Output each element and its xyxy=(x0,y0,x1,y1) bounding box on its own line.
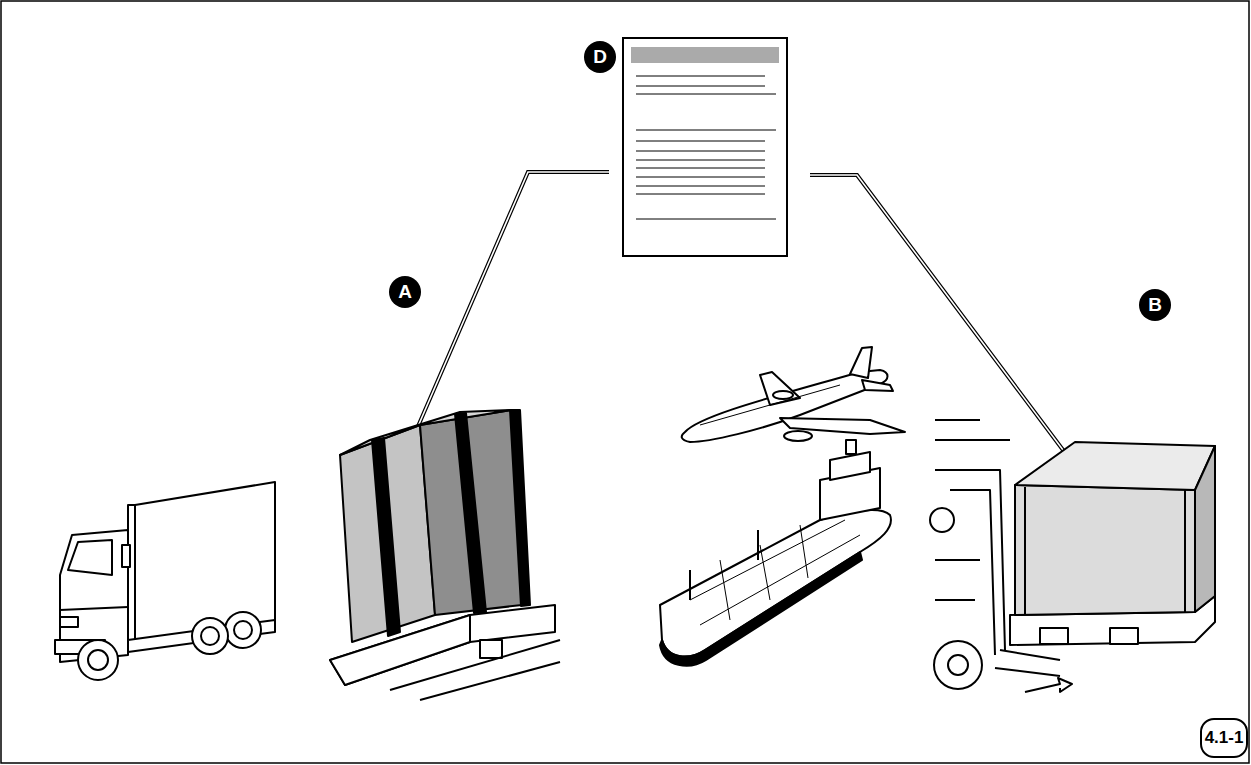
pallet-box-part xyxy=(420,410,522,615)
figure-number: 4.1-1 xyxy=(1200,718,1248,758)
forklift-crate-part xyxy=(1184,490,1186,612)
document-icon-part xyxy=(631,47,779,63)
forklift-crate-part xyxy=(1025,678,1072,692)
pallet-box-part xyxy=(372,438,400,636)
document-icon-part xyxy=(636,219,776,220)
document-icon-part xyxy=(636,194,765,195)
forklift-crate-part xyxy=(930,508,954,532)
callout-letter: D xyxy=(584,41,616,73)
document-icon-part xyxy=(636,168,765,169)
forklift-crate-part xyxy=(1015,485,1195,615)
forklift-crate-part xyxy=(935,599,975,601)
truck-part xyxy=(225,612,261,648)
document-icon-part xyxy=(636,151,765,152)
forklift-crate-part xyxy=(1000,650,1060,660)
document-icon-part xyxy=(636,141,765,142)
truck-part xyxy=(122,545,130,567)
document-icon-part xyxy=(623,38,787,256)
forklift-crate-part xyxy=(935,419,980,421)
document-icon-part xyxy=(636,130,776,131)
ship-part xyxy=(760,545,770,600)
forklift-crate-part xyxy=(950,490,995,655)
forklift-crate-part xyxy=(1195,446,1215,612)
document-icon-part xyxy=(636,76,765,77)
ship-part xyxy=(690,520,845,600)
airplane xyxy=(682,347,905,442)
truck-part xyxy=(60,607,128,610)
truck-part xyxy=(78,640,118,680)
document-icon-part xyxy=(636,94,776,95)
forklift-crate-part xyxy=(934,641,982,689)
pallet-box-part xyxy=(455,413,486,613)
ship-part xyxy=(700,535,860,625)
forklift-crate-part xyxy=(995,668,1060,676)
document-icon-part xyxy=(636,177,765,178)
forklift-crate-part xyxy=(935,559,980,561)
airplane-part xyxy=(784,431,812,441)
forklift-crate-part xyxy=(948,655,968,675)
forklift-crate-part xyxy=(1015,442,1215,490)
truck-part xyxy=(192,618,228,654)
forklift-crate-part xyxy=(1024,487,1026,614)
airplane-part xyxy=(862,380,893,391)
forklift-crate-part xyxy=(1110,628,1138,644)
forklift-crate-part xyxy=(1040,628,1068,644)
document-icon-part xyxy=(636,160,765,161)
truck-part xyxy=(60,617,78,627)
pallet-box-part xyxy=(390,640,560,690)
pallet-box-part xyxy=(510,410,530,606)
truck-part xyxy=(234,621,252,639)
truck xyxy=(55,482,275,680)
pallet-box-part xyxy=(480,640,502,658)
pallet-box-part xyxy=(340,425,435,642)
airplane-part xyxy=(850,347,872,378)
ship-part xyxy=(720,560,730,620)
ship-part xyxy=(660,552,862,666)
forklift-crate xyxy=(930,420,1215,692)
truck-part xyxy=(128,505,135,645)
ship-part xyxy=(830,452,870,480)
airplane-part xyxy=(700,385,840,425)
pallet-box xyxy=(330,410,560,700)
callout-letter: A xyxy=(389,276,421,308)
ship-part xyxy=(689,570,691,600)
truck-part xyxy=(68,540,112,575)
pallet-box-part xyxy=(420,662,560,700)
ship-part xyxy=(800,525,808,578)
callout-letter: B xyxy=(1139,289,1171,321)
document-icon-part xyxy=(636,86,765,87)
document-icon-part xyxy=(636,186,765,187)
airplane-part xyxy=(773,391,793,399)
document-icon xyxy=(623,38,787,256)
ship-part xyxy=(660,510,891,657)
airplane-part xyxy=(760,372,800,405)
truck-part xyxy=(88,650,108,670)
truck-part xyxy=(201,627,219,645)
ship xyxy=(660,440,891,666)
forklift-crate-part xyxy=(935,439,1010,441)
ship-part xyxy=(757,530,759,560)
pallet-box-part xyxy=(340,410,512,455)
ship-part xyxy=(846,440,856,454)
